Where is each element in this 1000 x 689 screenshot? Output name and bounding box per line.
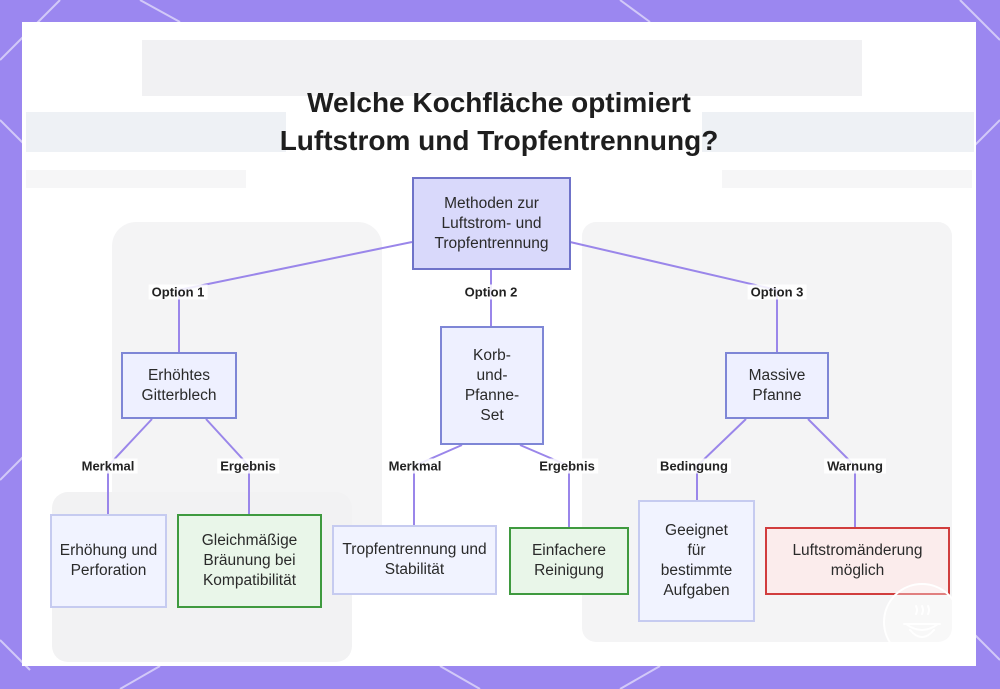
edge-label-merkmal-1: Merkmal	[78, 458, 138, 474]
diagram-card: Welche Kochfläche optimiert Luftstrom un…	[22, 22, 976, 666]
node-leaf-luftstromaenderung-label: Luftstromänderung möglich	[792, 542, 923, 579]
node-option-1-label: Erhöhtes Gitterblech	[141, 366, 217, 404]
title-line-2: Luftstrom und Tropfentrennung?	[279, 125, 719, 156]
node-leaf-reinigung-label: Einfachere Reinigung	[531, 542, 607, 579]
node-leaf-geeignet-label: Geeignet für bestimmte Aufgaben	[660, 522, 733, 599]
node-leaf-erhoehung-label: Erhöhung und Perforation	[59, 542, 158, 579]
node-leaf-reinigung: Einfachere Reinigung	[509, 527, 629, 595]
page-title: Welche Kochfläche optimiert Luftstrom un…	[22, 84, 976, 160]
edge-opt2-leaf4	[519, 444, 570, 527]
node-option-2-label: Korb- und- Pfanne- Set	[464, 346, 520, 424]
node-leaf-braeunung-label: Gleichmäßige Bräunung bei Kompatibilität	[201, 532, 298, 589]
node-root: Methoden zur Luftstrom- und Tropfentrenn…	[412, 177, 571, 270]
node-option-3-label: Massive Pfanne	[748, 366, 806, 404]
edge-label-ergebnis-2: Ergebnis	[536, 458, 598, 474]
node-option-1: Erhöhtes Gitterblech	[121, 352, 237, 419]
edge-label-bedingung: Bedingung	[657, 458, 731, 474]
edge-label-merkmal-2: Merkmal	[385, 458, 445, 474]
edge-label-ergebnis-1: Ergebnis	[217, 458, 279, 474]
node-option-3: Massive Pfanne	[725, 352, 829, 419]
edge-label-warnung: Warnung	[824, 458, 886, 474]
node-leaf-tropfentrennung-label: Tropfentrennung und Stabilität	[342, 541, 487, 578]
edge-root-opt1	[178, 241, 413, 352]
node-option-2: Korb- und- Pfanne- Set	[440, 326, 544, 445]
title-line-1: Welche Kochfläche optimiert	[307, 87, 691, 118]
node-leaf-erhoehung: Erhöhung und Perforation	[50, 514, 167, 608]
edge-opt2-leaf3	[413, 444, 463, 525]
node-leaf-geeignet: Geeignet für bestimmte Aufgaben	[638, 500, 755, 622]
edge-label-option-3: Option 3	[747, 284, 807, 300]
node-leaf-braeunung: Gleichmäßige Bräunung bei Kompatibilität	[177, 514, 322, 608]
edge-root-opt3	[569, 241, 778, 352]
node-root-label: Methoden zur Luftstrom- und Tropfentrenn…	[434, 194, 549, 252]
node-leaf-luftstromaenderung: Luftstromänderung möglich	[765, 527, 950, 595]
node-leaf-tropfentrennung: Tropfentrennung und Stabilität	[332, 525, 497, 595]
watermark-logo-icon	[883, 583, 961, 661]
edge-label-option-2: Option 2	[461, 284, 521, 300]
edge-label-option-1: Option 1	[148, 284, 208, 300]
